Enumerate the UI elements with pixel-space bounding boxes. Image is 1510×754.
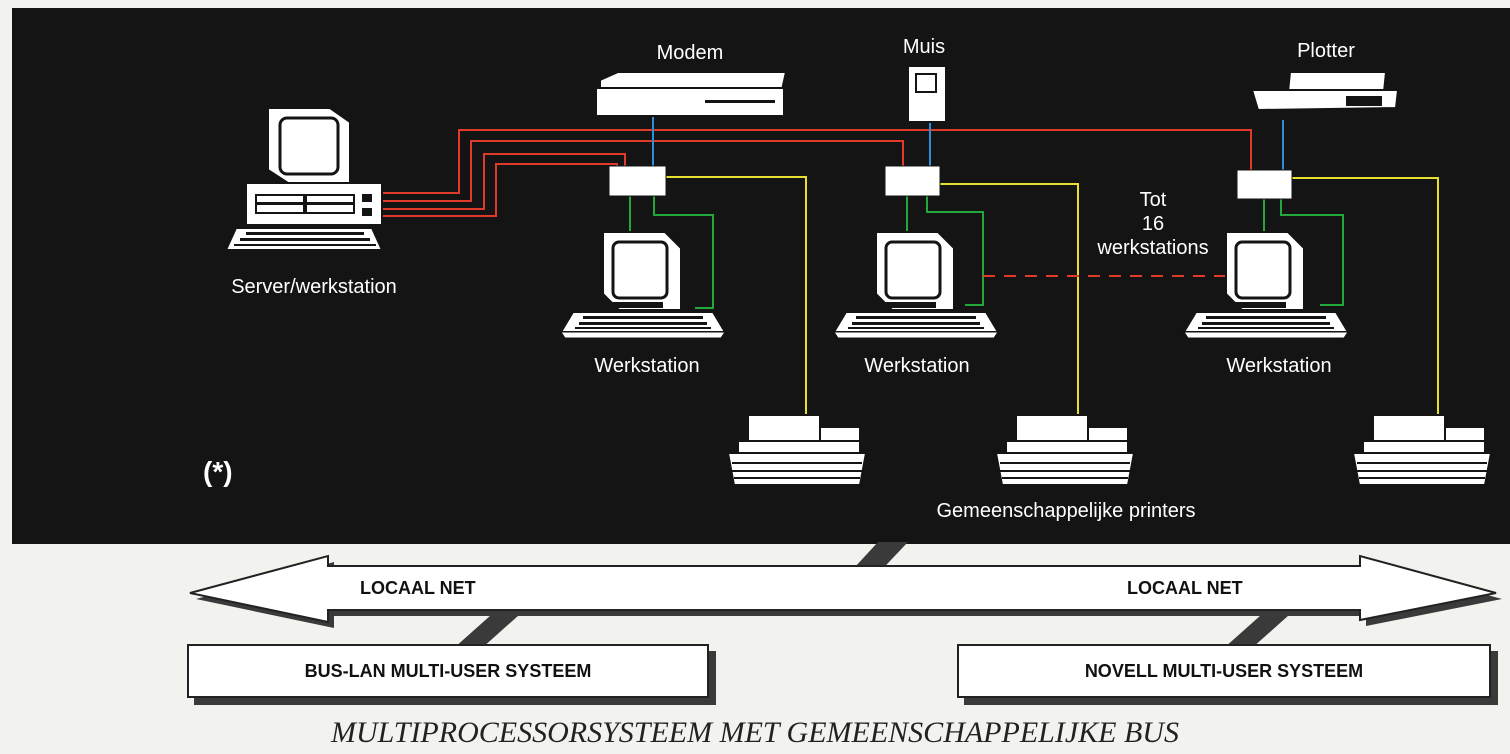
connector-box xyxy=(1236,169,1293,200)
note-line-3: werkstations xyxy=(1097,237,1209,259)
server-label: Server/werkstation xyxy=(231,276,397,298)
workstation-icon xyxy=(559,230,727,340)
connector-box xyxy=(608,165,667,197)
device-links xyxy=(652,115,1284,172)
footnote-marker: (*) xyxy=(203,456,233,487)
plotter-icon xyxy=(1250,71,1400,112)
local-net-label-left: LOCAAL NET xyxy=(360,578,476,598)
workstation-label: Werkstation xyxy=(594,355,700,377)
printers-label: Gemeenschappelijke printers xyxy=(936,500,1196,522)
local-network-arrow xyxy=(189,554,1502,628)
note-line-1: Tot xyxy=(1139,189,1167,211)
server-icon xyxy=(224,107,384,251)
mouse-label: Muis xyxy=(902,36,946,58)
modem-icon xyxy=(595,71,788,117)
workstation-label: Werkstation xyxy=(864,355,970,377)
local-net-label-right: LOCAAL NET xyxy=(1127,578,1243,598)
mouse-icon xyxy=(907,65,947,123)
note-line-2: 16 xyxy=(1141,213,1165,235)
printer-icon xyxy=(727,414,867,486)
workstation-count-note: Tot 16 werkstations xyxy=(1097,188,1208,260)
novell-system-label: NOVELL MULTI-USER SYSTEEM xyxy=(1084,660,1364,681)
bus-lan-system-box: BUS-LAN MULTI-USER SYSTEEM xyxy=(187,644,709,698)
workstation-icon xyxy=(832,230,1000,340)
workstation-icon xyxy=(1182,230,1350,340)
bus-lan-system-label: BUS-LAN MULTI-USER SYSTEEM xyxy=(304,660,592,681)
workstation-label: Werkstation xyxy=(1226,355,1332,377)
printer-icon xyxy=(995,414,1135,486)
figure-caption: MULTIPROCESSORSYSTEEM MET GEMEENSCHAPPEL… xyxy=(331,716,1179,749)
printer-links xyxy=(666,176,1439,415)
printer-icon xyxy=(1352,414,1492,486)
workstation-links xyxy=(629,194,1344,309)
connector-box xyxy=(884,165,941,197)
novell-system-box: NOVELL MULTI-USER SYSTEEM xyxy=(957,644,1491,698)
plotter-label: Plotter xyxy=(1297,40,1355,62)
server-links xyxy=(380,129,1252,217)
modem-label: Modem xyxy=(656,42,724,64)
